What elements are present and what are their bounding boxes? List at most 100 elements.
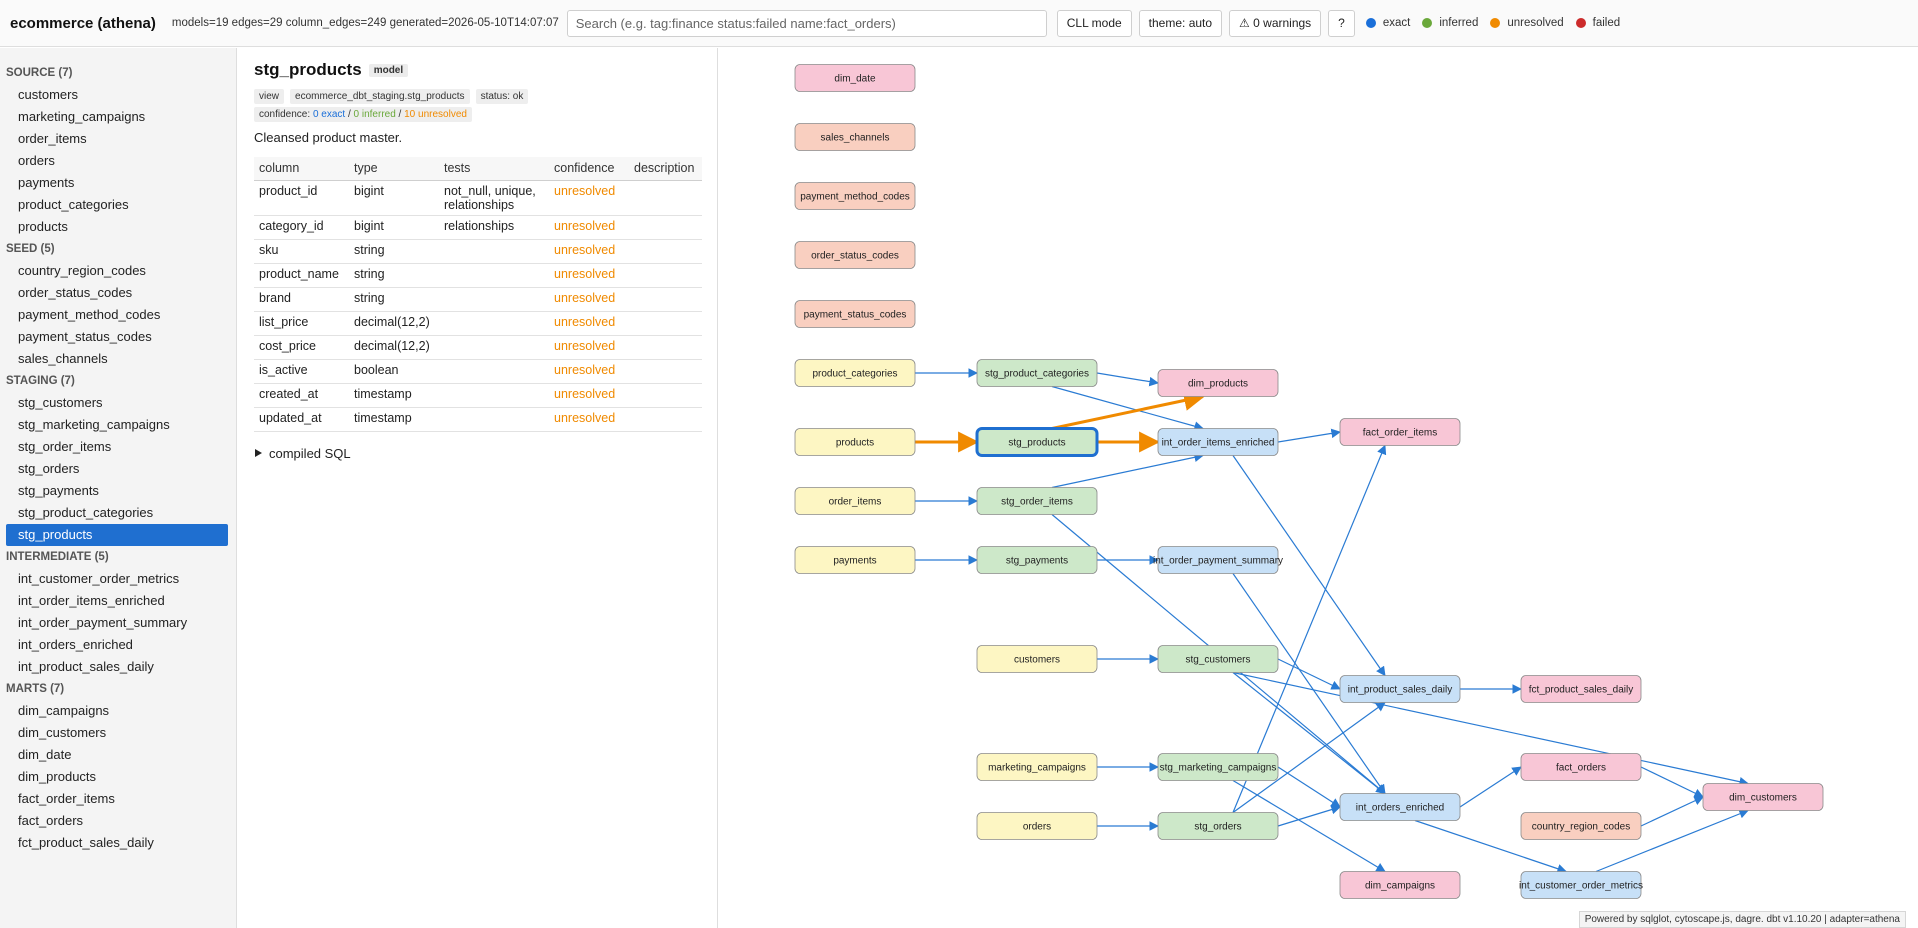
sidebar-item-order_status_codes[interactable]: order_status_codes: [18, 285, 133, 300]
sidebar-item-country_region_codes[interactable]: country_region_codes: [18, 263, 146, 278]
graph-node-stg_product_categories[interactable]: stg_product_categories: [976, 359, 1098, 387]
sidebar-item-customers[interactable]: customers: [18, 87, 78, 102]
sidebar-item-sales_channels[interactable]: sales_channels: [18, 351, 108, 366]
theme-button[interactable]: theme: auto: [1138, 9, 1223, 37]
sidebar-item-int_order_items_enriched[interactable]: int_order_items_enriched: [18, 593, 165, 608]
edge-stg_orders-to-int_orders_enriched[interactable]: [1277, 804, 1341, 827]
compiled-sql-toggle[interactable]: compiled SQL: [254, 446, 701, 461]
graph-node-dim_date[interactable]: dim_date: [794, 64, 916, 92]
edge-stg_customers-to-dim_customers[interactable]: [1232, 671, 1749, 787]
sidebar-item-stg_customers[interactable]: stg_customers: [18, 395, 103, 410]
cll-mode-button[interactable]: CLL mode: [1056, 9, 1132, 37]
sidebar-item-fact_orders[interactable]: fact_orders: [18, 813, 84, 828]
lineage-graph[interactable]: dim_date sales_channels payment_method_cod…: [719, 48, 1918, 928]
graph-node-payment_method_codes[interactable]: payment_method_codes: [794, 182, 916, 210]
graph-node-stg_payments[interactable]: stg_payments: [976, 546, 1098, 574]
graph-node-box[interactable]: [975, 427, 1099, 457]
graph-node-int_order_payment_summary[interactable]: int_order_payment_summary: [1153, 546, 1283, 574]
graph-node-box[interactable]: [1339, 418, 1461, 446]
edge-int_order_items_enriched-to-fact_order_items[interactable]: [1277, 428, 1341, 443]
graph-node-box[interactable]: [1157, 645, 1279, 673]
graph-node-box[interactable]: [1339, 793, 1461, 821]
sidebar-item-stg_marketing_campaigns[interactable]: stg_marketing_campaigns: [18, 417, 170, 432]
edge-int_order_items_enriched-to-int_product_sales_daily[interactable]: [1232, 455, 1386, 677]
graph-node-dim_customers[interactable]: dim_customers: [1702, 783, 1824, 811]
sidebar-item-int_customer_order_metrics[interactable]: int_customer_order_metrics: [18, 571, 180, 586]
graph-node-box[interactable]: [976, 753, 1098, 781]
graph-node-box[interactable]: [1157, 812, 1279, 840]
graph-node-fact_orders[interactable]: fact_orders: [1520, 753, 1642, 781]
graph-node-sales_channels[interactable]: sales_channels: [794, 123, 916, 151]
sidebar-item-dim_customers[interactable]: dim_customers: [18, 725, 107, 740]
sidebar-item-product_categories[interactable]: product_categories: [18, 197, 129, 212]
graph-node-box[interactable]: [976, 487, 1098, 515]
graph-node-box[interactable]: [1157, 428, 1279, 456]
sidebar-item-orders[interactable]: orders: [18, 153, 55, 168]
graph-node-box[interactable]: [976, 645, 1098, 673]
graph-node-fct_product_sales_daily[interactable]: fct_product_sales_daily: [1520, 675, 1642, 703]
graph-node-stg_customers[interactable]: stg_customers: [1157, 645, 1279, 673]
graph-node-box[interactable]: [1157, 753, 1279, 781]
edge-country_region_codes-to-dim_customers[interactable]: [1640, 796, 1704, 827]
edge-stg_products-to-dim_products[interactable]: [1051, 390, 1206, 430]
edge-stg_customers-to-int_orders_enriched[interactable]: [1232, 672, 1386, 795]
edge-stg_orders-to-fact_order_items[interactable]: [1232, 444, 1387, 813]
edge-fact_orders-to-dim_customers[interactable]: [1640, 766, 1704, 798]
graph-node-box[interactable]: [1702, 783, 1824, 811]
graph-node-box[interactable]: [794, 428, 916, 456]
graph-node-box[interactable]: [794, 359, 916, 387]
graph-node-box[interactable]: [976, 546, 1098, 574]
graph-node-products[interactable]: products: [794, 428, 916, 456]
sidebar-item-dim_date[interactable]: dim_date: [18, 747, 72, 762]
graph-node-box[interactable]: [794, 546, 916, 574]
sidebar-item-dim_products[interactable]: dim_products: [18, 769, 97, 784]
graph-node-country_region_codes[interactable]: country_region_codes: [1520, 812, 1642, 840]
graph-node-stg_marketing_campaigns[interactable]: stg_marketing_campaigns: [1157, 753, 1279, 781]
graph-node-orders[interactable]: orders: [976, 812, 1098, 840]
graph-node-box[interactable]: [1520, 675, 1642, 703]
edge-int_orders_enriched-to-int_customer_order_metrics[interactable]: [1414, 819, 1567, 874]
graph-node-box[interactable]: [1157, 546, 1279, 574]
graph-node-stg_order_items[interactable]: stg_order_items: [976, 487, 1098, 515]
graph-node-box[interactable]: [1520, 812, 1642, 840]
graph-node-box[interactable]: [794, 487, 916, 515]
graph-node-box[interactable]: [1339, 675, 1461, 703]
graph-node-payments[interactable]: payments: [794, 546, 916, 574]
graph-node-box[interactable]: [794, 182, 916, 210]
graph-node-int_orders_enriched[interactable]: int_orders_enriched: [1339, 793, 1461, 821]
sidebar-item-fct_product_sales_daily[interactable]: fct_product_sales_daily: [18, 835, 154, 850]
edge-int_customer_order_metrics-to-dim_customers[interactable]: [1595, 809, 1749, 873]
graph-node-box[interactable]: [794, 300, 916, 328]
graph-node-int_customer_order_metrics[interactable]: int_customer_order_metrics: [1519, 871, 1643, 899]
graph-node-payment_status_codes[interactable]: payment_status_codes: [794, 300, 916, 328]
sidebar-item-int_order_payment_summary[interactable]: int_order_payment_summary: [18, 615, 188, 630]
graph-node-dim_products[interactable]: dim_products: [1157, 369, 1279, 397]
graph-node-box[interactable]: [794, 241, 916, 269]
graph-node-dim_campaigns[interactable]: dim_campaigns: [1339, 871, 1461, 899]
sidebar-item-stg_product_categories[interactable]: stg_product_categories: [18, 505, 154, 520]
sidebar-item-order_items[interactable]: order_items: [18, 131, 87, 146]
edge-stg_product_categories-to-int_order_items_enriched[interactable]: [1051, 385, 1204, 431]
graph-node-box[interactable]: [976, 812, 1098, 840]
sidebar-item-products[interactable]: products: [18, 219, 68, 234]
graph-node-box[interactable]: [1157, 369, 1279, 397]
graph-node-int_product_sales_daily[interactable]: int_product_sales_daily: [1339, 675, 1461, 703]
edge-stg_product_categories-to-dim_products[interactable]: [1096, 372, 1159, 387]
sidebar-item-marketing_campaigns[interactable]: marketing_campaigns: [18, 109, 146, 124]
graph-node-box[interactable]: [794, 123, 916, 151]
graph-node-box[interactable]: [1339, 871, 1461, 899]
graph-node-box[interactable]: [794, 64, 916, 92]
sidebar-item-stg_payments[interactable]: stg_payments: [18, 483, 99, 498]
help-button[interactable]: ?: [1328, 9, 1355, 37]
graph-node-int_order_items_enriched[interactable]: int_order_items_enriched: [1157, 428, 1279, 456]
warnings-button[interactable]: ⚠ 0 warnings: [1229, 9, 1322, 37]
sidebar-item-payments[interactable]: payments: [18, 175, 75, 190]
graph-node-box[interactable]: [1520, 871, 1642, 899]
graph-node-order_items[interactable]: order_items: [794, 487, 916, 515]
graph-node-box[interactable]: [976, 359, 1098, 387]
sidebar-item-dim_campaigns[interactable]: dim_campaigns: [18, 703, 110, 718]
edge-stg_marketing_campaigns-to-dim_campaigns[interactable]: [1232, 779, 1386, 873]
edge-stg_order_items-to-int_order_items_enriched[interactable]: [1051, 452, 1204, 489]
graph-node-stg_products[interactable]: stg_products: [975, 427, 1099, 457]
graph-node-customers[interactable]: customers: [976, 645, 1098, 673]
